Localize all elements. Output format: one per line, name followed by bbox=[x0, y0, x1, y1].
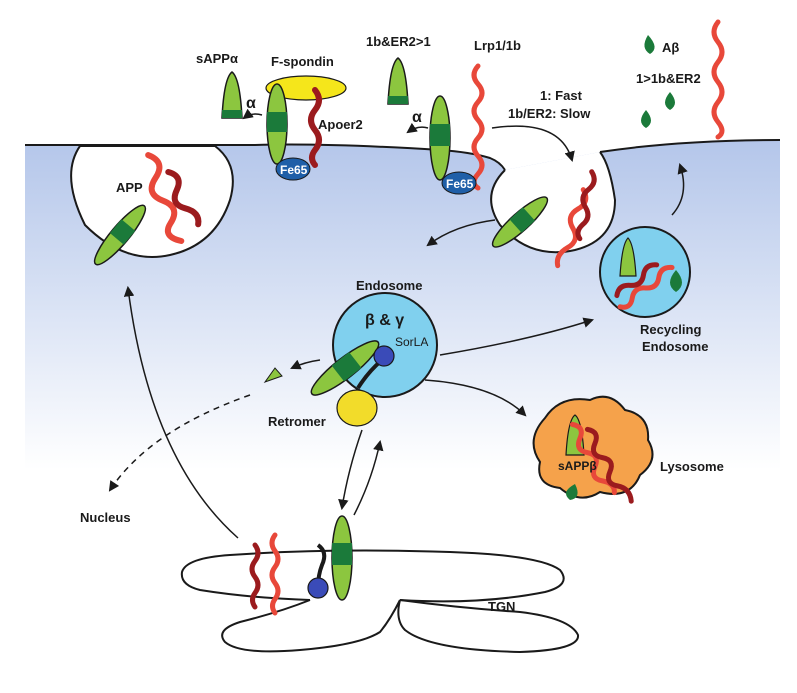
endocytic-pit-left bbox=[70, 145, 234, 258]
recycling-app-fragment bbox=[619, 237, 637, 277]
tgn-upper-cisterna bbox=[180, 549, 565, 603]
fe65-1 bbox=[275, 157, 311, 181]
recycling-abeta bbox=[670, 270, 682, 292]
receptor-red-left bbox=[145, 152, 185, 245]
receptor-dark-right-pit bbox=[575, 169, 597, 242]
endosome-label: Endosome bbox=[356, 278, 422, 293]
apoer2-receptor bbox=[308, 87, 322, 168]
ratio-label-1: 1b&ER2>1 bbox=[366, 34, 431, 49]
free-receptor-right bbox=[711, 19, 725, 140]
alpha-label-1: α bbox=[246, 95, 256, 112]
abeta-label: Aβ bbox=[662, 40, 679, 55]
arrow-to-aicd bbox=[290, 359, 321, 370]
arrow-tgn-to-membrane bbox=[123, 285, 239, 539]
alpha-label-2: α bbox=[412, 109, 422, 126]
lysosome-label: Lysosome bbox=[660, 459, 724, 474]
receptor-dark-left bbox=[165, 169, 202, 228]
app-protein-left bbox=[93, 204, 147, 266]
apoer2-label: Apoer2 bbox=[318, 117, 363, 132]
fspondin-label: F-spondin bbox=[271, 54, 334, 69]
app-label: APP bbox=[116, 180, 143, 195]
sorla-label: SorLA bbox=[395, 335, 428, 349]
sappa-label: sAPPα bbox=[196, 51, 238, 66]
sappa-fragment-2 bbox=[387, 57, 409, 105]
ratio-label-2: 1>1b&ER2 bbox=[636, 71, 701, 86]
arrow-recycling-to-membrane bbox=[671, 163, 688, 216]
fe65-2 bbox=[441, 171, 477, 195]
tgn-lower-cisterna bbox=[221, 599, 579, 654]
fe65-label-2: Fe65 bbox=[446, 177, 474, 191]
arrow-endosome-to-tgn bbox=[338, 429, 363, 511]
aicd-fragment bbox=[263, 367, 283, 383]
recycling-receptor-dark bbox=[614, 262, 660, 299]
fspondin-blob bbox=[265, 75, 347, 101]
app-protein-right-pit bbox=[491, 196, 549, 248]
tgn-receptor-red bbox=[269, 532, 281, 616]
endosome bbox=[332, 292, 438, 398]
secretases-label: β & γ bbox=[365, 312, 404, 329]
recycling-label-2: Endosome bbox=[642, 339, 708, 354]
tgn-label: TGN bbox=[488, 599, 515, 614]
arrow-to-nucleus bbox=[108, 394, 251, 492]
lysosome-receptor-dark bbox=[584, 426, 634, 504]
sappb-label: sAPPβ bbox=[558, 459, 597, 473]
slow-label: 1b/ER2: Slow bbox=[508, 106, 591, 121]
retromer-label: Retromer bbox=[268, 414, 326, 429]
app-protein-endosome bbox=[310, 340, 380, 396]
abeta-drop-1 bbox=[644, 35, 655, 54]
endocytosis-arrow bbox=[491, 125, 575, 163]
tgn-sorla-head bbox=[307, 577, 329, 599]
arrow-pit-to-left bbox=[426, 219, 496, 247]
arrow-endosome-to-recycling bbox=[439, 317, 594, 356]
app-protein-membrane-2 bbox=[429, 95, 451, 181]
lysosome-abeta bbox=[566, 484, 578, 500]
nucleus-label: Nucleus bbox=[80, 510, 131, 525]
abeta-drop-3 bbox=[665, 92, 675, 110]
recycling-label-1: Recycling bbox=[640, 322, 701, 337]
fe65-label-1: Fe65 bbox=[280, 163, 308, 177]
tgn-receptor-dark bbox=[249, 542, 261, 610]
recycling-receptor-red bbox=[617, 264, 675, 310]
arrow-tgn-to-endosome bbox=[353, 439, 384, 516]
lrp-label: Lrp1/1b bbox=[474, 38, 521, 53]
arrow-endosome-to-lysosome bbox=[424, 379, 527, 417]
app-protein-tgn bbox=[331, 515, 353, 601]
alpha-arrow-1 bbox=[242, 108, 263, 120]
alpha-arrow-2 bbox=[406, 122, 429, 134]
sappa-fragment bbox=[221, 71, 243, 119]
lrp1-receptor bbox=[471, 63, 485, 191]
fast-label: 1: Fast bbox=[540, 88, 583, 103]
app-protein-membrane-1 bbox=[266, 83, 288, 165]
retromer-blob bbox=[336, 389, 378, 427]
abeta-drop-2 bbox=[641, 110, 651, 128]
sorla-head bbox=[373, 345, 395, 367]
